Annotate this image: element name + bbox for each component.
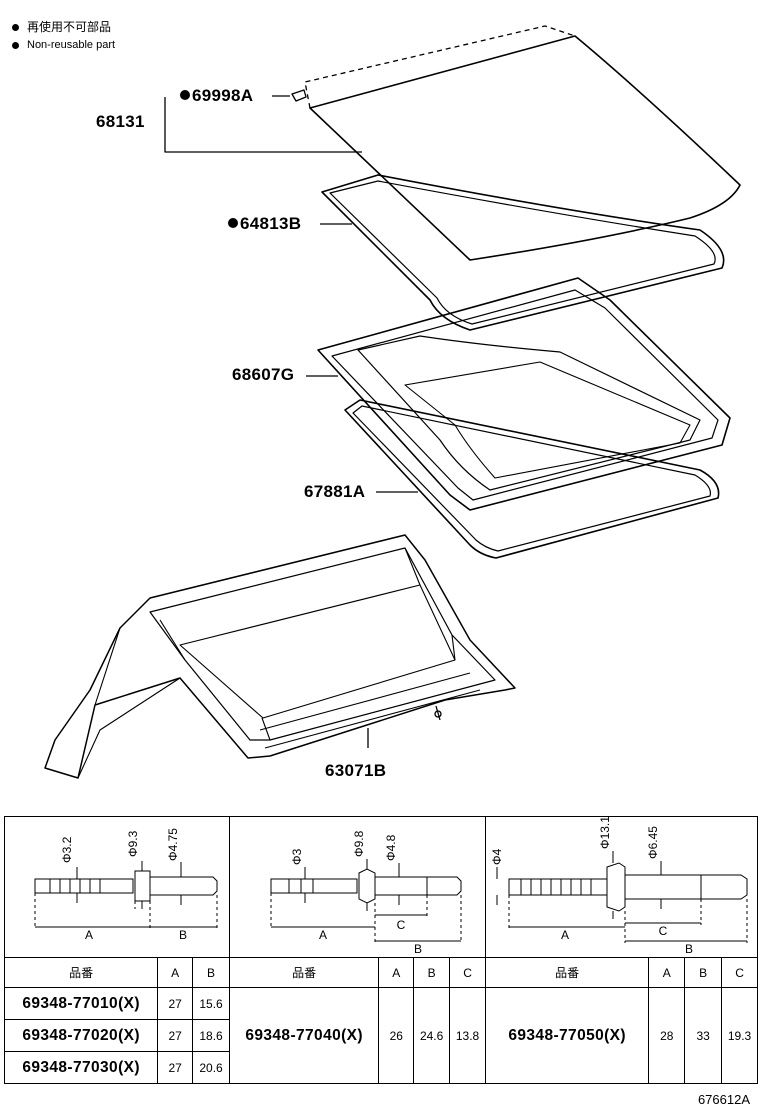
dim-a: A bbox=[85, 928, 93, 942]
col-b: B bbox=[192, 957, 230, 988]
dim-d2: Φ9.8 bbox=[352, 830, 366, 857]
dim-d1: Φ4 bbox=[490, 848, 504, 865]
leader-68131 bbox=[164, 123, 362, 153]
dim-d1: Φ3.2 bbox=[60, 836, 74, 863]
col-part: 品番 bbox=[3, 957, 159, 988]
callout-68131: 68131 bbox=[96, 112, 145, 131]
clip bbox=[291, 89, 307, 102]
weatherstrip bbox=[321, 174, 725, 331]
illustration-id: 676612A bbox=[697, 1092, 750, 1107]
dim-d1: Φ3 bbox=[290, 848, 304, 865]
callout-64813B: 64813B bbox=[228, 214, 301, 234]
dim-d2: Φ9.3 bbox=[126, 830, 140, 857]
dim-a: A bbox=[561, 928, 569, 942]
non-reusable-dot-icon bbox=[12, 23, 19, 31]
dim-d3: Φ4.8 bbox=[384, 834, 398, 861]
rivet-parts-table: A B Φ3.2 Φ9.3 Φ4.75 A C B Φ3 Φ9.8 bbox=[3, 816, 758, 1084]
non-reusable-dot-icon bbox=[180, 90, 190, 100]
callout-67881A: 67881A bbox=[304, 482, 366, 501]
dim-c: C bbox=[659, 924, 668, 938]
sunroof-frame bbox=[317, 277, 731, 511]
dim-b: B bbox=[685, 942, 693, 956]
dim-b: B bbox=[414, 942, 422, 956]
glass-panel bbox=[309, 35, 741, 261]
rivet-drawing-1: A B Φ3.2 Φ9.3 Φ4.75 bbox=[5, 817, 230, 957]
dim-d2: Φ13.1 bbox=[598, 817, 612, 849]
callout-63071B: 63071B bbox=[325, 761, 387, 780]
exploded-diagram bbox=[44, 25, 741, 779]
non-reusable-dot-icon bbox=[12, 41, 19, 49]
col-a: A bbox=[157, 957, 194, 988]
callout-69998A: 69998A bbox=[180, 86, 253, 106]
glass-dashed-outline bbox=[304, 25, 576, 109]
dim-b: B bbox=[179, 928, 187, 942]
legend-jp: 再使用不可部品 bbox=[27, 20, 112, 34]
rivet-drawing-3: A C B Φ4 Φ13.1 Φ6.45 bbox=[485, 816, 757, 957]
legend-en: Non-reusable part bbox=[27, 39, 116, 51]
dim-a: A bbox=[319, 928, 327, 942]
legend: 再使用不可部品 Non-reusable part bbox=[12, 18, 115, 54]
non-reusable-dot-icon bbox=[228, 218, 238, 228]
dim-c: C bbox=[397, 918, 406, 932]
dim-d3: Φ4.75 bbox=[166, 828, 180, 861]
dim-d3: Φ6.45 bbox=[646, 826, 660, 859]
roof-reinforcement bbox=[44, 534, 516, 779]
rivet-drawing-2: A C B Φ3 Φ9.8 Φ4.8 bbox=[229, 817, 486, 957]
frame-seal bbox=[344, 399, 720, 559]
callout-68607G: 68607G bbox=[232, 365, 295, 384]
